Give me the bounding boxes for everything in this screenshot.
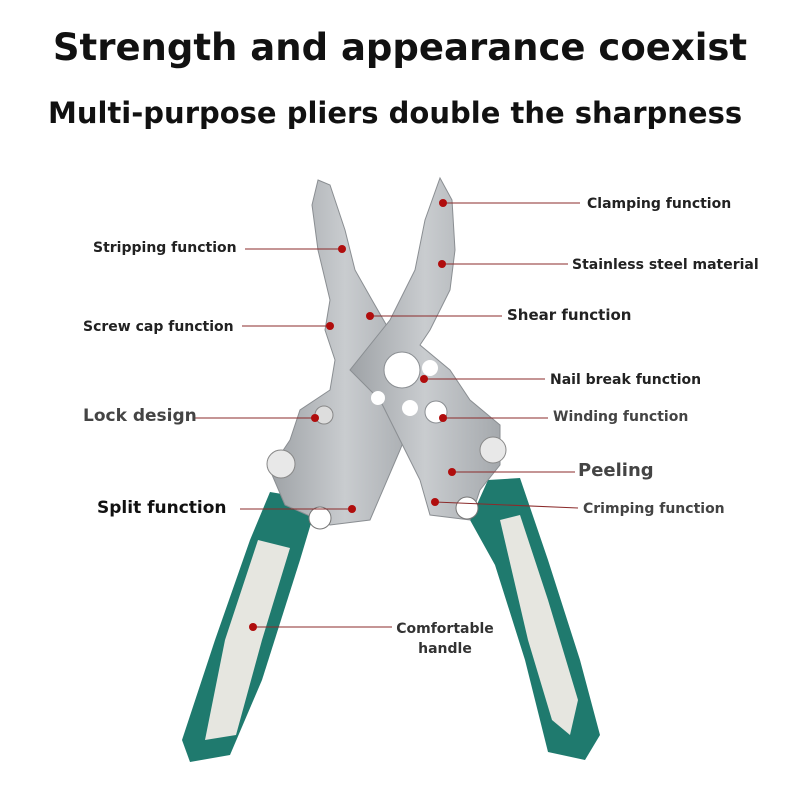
label-nail-break: Nail break function: [550, 372, 702, 388]
label-clamping: Clamping function: [587, 196, 732, 212]
subheadline: Multi-purpose pliers double the sharpnes…: [48, 96, 743, 130]
label-screw-cap: Screw cap function: [83, 319, 234, 335]
leader-lines: [195, 202, 580, 628]
marker-dots: [249, 199, 456, 631]
label-lock: Lock design: [83, 406, 197, 426]
label-split: Split function: [97, 498, 227, 518]
label-handle-line2: handle: [418, 641, 472, 658]
left-jaw: [269, 179, 421, 526]
label-handle-line1: Comfortable: [396, 621, 494, 637]
label-handle: Comfortable handle: [395, 619, 495, 660]
label-stripping: Stripping function: [93, 240, 237, 256]
label-stainless: Stainless steel material: [572, 257, 759, 273]
left-handle-grip: [205, 540, 290, 740]
label-peeling: Peeling: [578, 460, 654, 481]
label-crimping: Crimping function: [583, 501, 725, 517]
headline: Strength and appearance coexist: [52, 26, 748, 69]
label-shear: Shear function: [507, 306, 632, 324]
label-winding: Winding function: [553, 409, 689, 425]
right-handle-grip: [500, 515, 578, 735]
right-jaw: [349, 176, 501, 521]
